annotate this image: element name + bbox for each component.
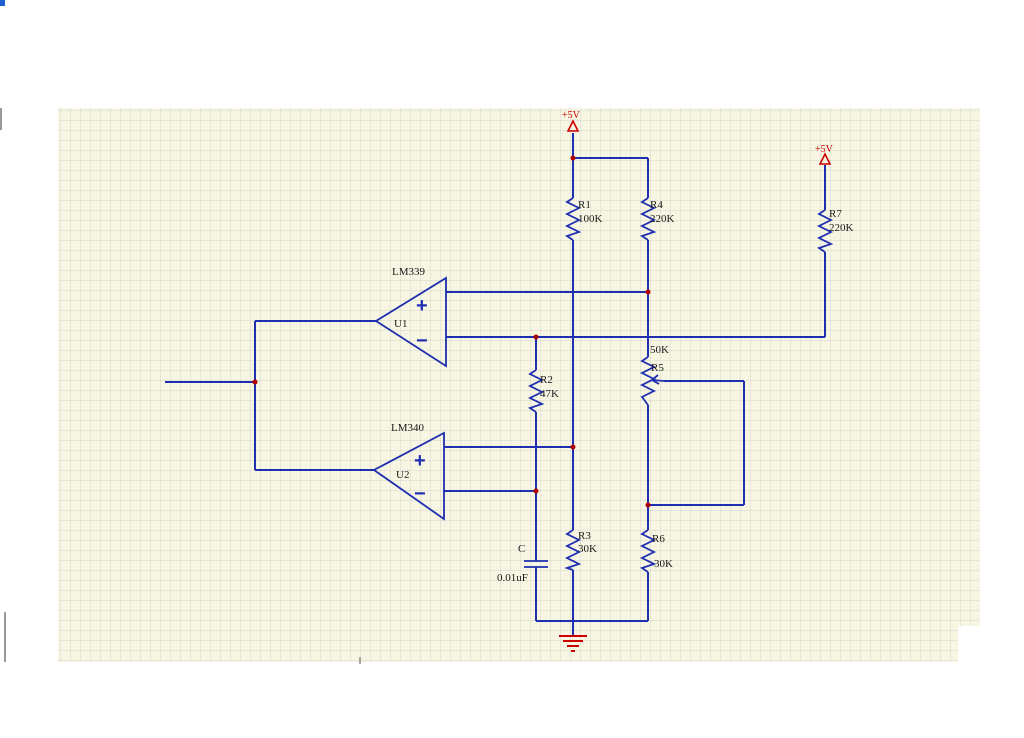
r1-ref-label: R1 bbox=[578, 199, 591, 211]
u2-minus-sign: − bbox=[414, 483, 426, 505]
capacitor-value-label: 0.01uF bbox=[497, 572, 528, 584]
junction-dot bbox=[570, 155, 576, 161]
junction-dot bbox=[645, 502, 651, 508]
resistor-r1[interactable]: R1 100K bbox=[564, 197, 603, 241]
capacitor-c[interactable]: C 0.01uF bbox=[497, 543, 548, 584]
junction-dot bbox=[570, 444, 576, 450]
u1-part-label: LM339 bbox=[392, 266, 426, 278]
resistor-r3[interactable]: R3 30K bbox=[564, 529, 597, 571]
r7-ref-label: R7 bbox=[829, 208, 842, 220]
left-edge-mark bbox=[0, 108, 2, 130]
power-symbol-left[interactable]: +5V bbox=[562, 110, 581, 132]
r7-value-label: 220K bbox=[829, 222, 854, 234]
grid-lines bbox=[58, 108, 980, 662]
potentiometer-r5[interactable]: 50K R5 bbox=[639, 344, 669, 406]
r5-wiper-arrow-head bbox=[650, 374, 660, 385]
resistor-r7[interactable]: R7 220K bbox=[816, 208, 854, 253]
u1-plus-sign: + bbox=[416, 295, 428, 317]
resistor-r4[interactable]: R4 220K bbox=[639, 197, 675, 241]
r3-ref-label: R3 bbox=[578, 530, 591, 542]
r4-value-label: 220K bbox=[650, 213, 675, 225]
capacitor-ref-label: C bbox=[518, 543, 525, 555]
r4-ref-label: R4 bbox=[650, 199, 663, 211]
ground-symbol[interactable] bbox=[559, 635, 587, 652]
u2-part-label: LM340 bbox=[391, 422, 425, 434]
r5-value-label: 50K bbox=[650, 344, 669, 356]
r3-value-label: 30K bbox=[578, 543, 597, 555]
power-symbol-right[interactable]: +5V bbox=[815, 144, 834, 165]
r1-value-label: 100K bbox=[578, 213, 603, 225]
vcc-arrow-icon bbox=[566, 119, 580, 132]
junction-dot bbox=[533, 334, 539, 340]
wires bbox=[165, 133, 826, 636]
resistor-r6[interactable]: R6 30K bbox=[639, 529, 673, 573]
left-edge-mark-lower bbox=[4, 612, 6, 662]
junctions bbox=[252, 155, 651, 508]
r6-ref-label: R6 bbox=[652, 533, 665, 545]
r5-ref-label: R5 bbox=[651, 362, 664, 374]
r6-value-label: 30K bbox=[654, 558, 673, 570]
grid-corner-cutout bbox=[958, 626, 988, 666]
comparator-u2[interactable]: + − LM340 U2 bbox=[372, 422, 445, 521]
u2-plus-sign: + bbox=[414, 450, 426, 472]
r2-ref-label: R2 bbox=[540, 374, 553, 386]
power-label-left: +5V bbox=[562, 110, 581, 121]
resistor-r2[interactable]: R2 47K bbox=[527, 369, 559, 413]
u1-ref-label: U1 bbox=[394, 318, 407, 330]
junction-dot bbox=[645, 289, 651, 295]
junction-dot bbox=[252, 379, 258, 385]
vcc-arrow-icon bbox=[818, 152, 832, 165]
u1-minus-sign: − bbox=[416, 330, 428, 352]
power-label-right: +5V bbox=[815, 144, 834, 155]
u2-triangle bbox=[372, 431, 445, 521]
comparator-u1[interactable]: + − LM339 U1 bbox=[374, 266, 447, 368]
junction-dot bbox=[533, 488, 539, 494]
window-corner-marker bbox=[0, 0, 5, 6]
u1-triangle bbox=[374, 276, 447, 368]
r2-value-label: 47K bbox=[540, 388, 559, 400]
u2-ref-label: U2 bbox=[396, 469, 409, 481]
